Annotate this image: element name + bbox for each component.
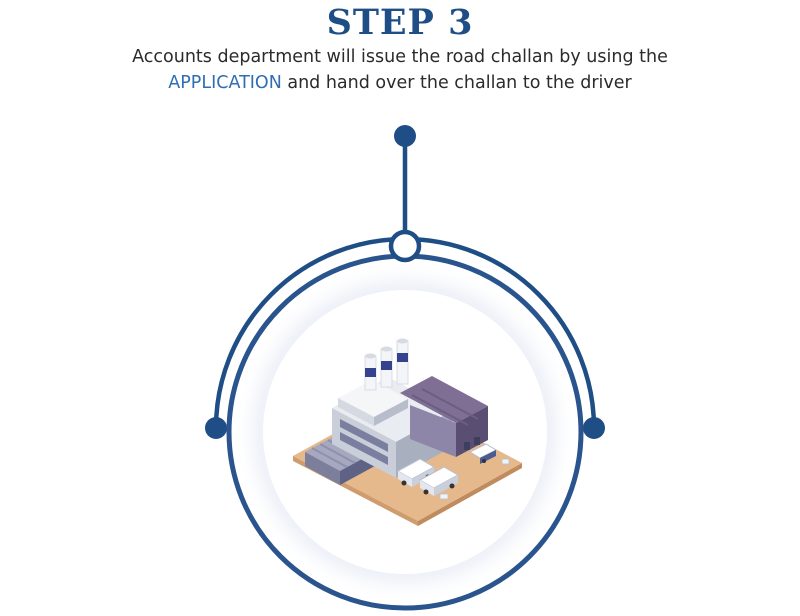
trucks — [396, 443, 498, 496]
step-title: STEP 3 — [326, 2, 474, 43]
step-description: Accounts department will issue the road … — [120, 44, 680, 96]
factory-icon — [293, 338, 522, 526]
left-arc-dot — [205, 417, 227, 439]
chimneys — [364, 338, 409, 391]
application-highlight: APPLICATION — [168, 73, 282, 93]
connector-line — [394, 125, 416, 232]
description-text: Accounts department will issue the road … — [132, 47, 668, 67]
ring-node-hollow — [388, 229, 422, 263]
description-text-end: and hand over the challan to the driver — [281, 73, 632, 93]
right-arc-dot — [583, 417, 605, 439]
top-connector-dot — [394, 125, 416, 147]
